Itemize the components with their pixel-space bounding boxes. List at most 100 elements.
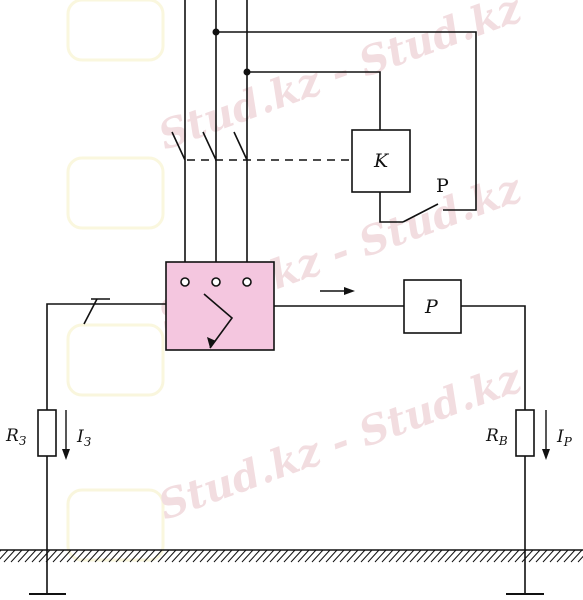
ground-hatch-line <box>332 549 345 563</box>
right-current-arrowhead <box>542 449 550 460</box>
ground-hatch-line <box>10 549 23 563</box>
fault-arrowhead <box>207 337 216 348</box>
ground-hatch-line <box>444 549 457 563</box>
ground-hatch-line <box>479 549 492 563</box>
ground-hatch-line <box>402 549 415 563</box>
right-resistor <box>515 409 535 457</box>
ground-hatch-line <box>122 549 135 563</box>
relay-contact <box>402 203 439 223</box>
ground-hatch-line <box>31 549 44 563</box>
ground-hatch-line <box>353 549 366 563</box>
ground-hatch-line <box>535 549 548 563</box>
ground-hatch-line <box>220 549 233 563</box>
ground-hatch-line <box>59 549 72 563</box>
ground-hatch-line <box>80 549 93 563</box>
ground-hatch-line <box>3 549 16 563</box>
ground-hatch-line <box>409 549 422 563</box>
ground-hatch-line <box>94 549 107 563</box>
relay-coil <box>351 129 411 193</box>
ground-hatch-line <box>451 549 464 563</box>
ground-hatch-line <box>381 549 394 563</box>
relay-coil-label: K <box>373 150 390 172</box>
ground-surface <box>0 549 583 563</box>
ground-hatch-line <box>549 549 562 563</box>
ground-hatch-line <box>87 549 100 563</box>
protector-box <box>403 279 462 334</box>
left-resistor-label: RЗ <box>5 426 26 448</box>
ground-hatch-line <box>360 549 373 563</box>
control-wiring <box>216 31 477 223</box>
ground-hatch-line <box>150 549 163 563</box>
ground-hatch-line <box>374 549 387 563</box>
ground-hatch-line <box>304 549 317 563</box>
ground-hatch-line <box>17 549 30 563</box>
ground-hatch-line <box>346 549 359 563</box>
ground-hatch-line <box>325 549 338 563</box>
ground-hatch-line <box>339 549 352 563</box>
ground-hatch-line <box>52 549 65 563</box>
ground-hatch-line <box>311 549 324 563</box>
ground-hatch-line <box>367 549 380 563</box>
ground-hatch-line <box>577 555 583 563</box>
ground-hatch-line <box>24 549 37 563</box>
terminal <box>211 277 221 287</box>
ground-hatch-line <box>493 549 506 563</box>
left-earth-path <box>46 303 166 594</box>
equipment-housing <box>165 261 275 351</box>
ground-hatch-line <box>423 549 436 563</box>
ground-hatch-line <box>486 549 499 563</box>
ground-hatch-line <box>521 549 534 563</box>
ground-hatch-line <box>563 549 576 563</box>
ground-hatch-line <box>500 549 513 563</box>
ground-hatch-line <box>227 549 240 563</box>
protector-label: P <box>424 296 439 318</box>
ground-hatch-line <box>388 549 401 563</box>
ground-hatch-line <box>157 549 170 563</box>
ground-hatch-line <box>297 549 310 563</box>
left-current-label: IЗ <box>76 427 91 449</box>
fault-arrow <box>203 293 234 349</box>
right-current-label: IP <box>556 427 573 449</box>
ground-hatch-line <box>38 549 51 563</box>
ground-hatch-line <box>143 549 156 563</box>
ground-hatch-line <box>269 549 282 563</box>
ground-hatch-line <box>101 549 114 563</box>
ground-hatch-line <box>192 549 205 563</box>
terminal <box>180 277 190 287</box>
watermark-logo <box>66 0 165 562</box>
ground-hatch-line <box>318 549 331 563</box>
right-resistor-label: RB <box>485 426 508 448</box>
ground-hatch-line <box>248 549 261 563</box>
left-current-arrowhead <box>62 449 70 460</box>
ground-hatch-line <box>115 549 128 563</box>
ground-hatch-line <box>206 549 219 563</box>
ground-hatch-line <box>136 549 149 563</box>
ground-hatch-line <box>0 549 9 560</box>
watermark-text: Stud.kz - Stud.kz <box>152 354 528 529</box>
left-break-mark <box>83 298 98 325</box>
ground-hatch-line <box>416 549 429 563</box>
ground-hatch-line <box>171 549 184 563</box>
direction-arrowhead <box>344 287 355 295</box>
ground-hatch-line <box>507 549 520 563</box>
ground-hatch-line <box>570 549 583 563</box>
ground-hatch-line <box>45 549 58 563</box>
ground-hatch-line <box>430 549 443 563</box>
phase-feed <box>171 0 248 262</box>
ground-hatch-line <box>290 549 303 563</box>
ground-hatch-line <box>164 549 177 563</box>
ground-hatch-line <box>437 549 450 563</box>
ground-hatch-line <box>213 549 226 563</box>
terminal <box>242 277 252 287</box>
ground-hatch-line <box>178 549 191 563</box>
ground-hatch-line <box>514 549 527 563</box>
ground-hatch-line <box>472 549 485 563</box>
watermark-text: Stud.kz - Stud.kz <box>152 0 528 159</box>
ground-hatch-line <box>108 549 121 563</box>
relay-contact-label: P <box>436 175 449 197</box>
ground-hatch-line <box>395 549 408 563</box>
ground-hatch-line <box>129 549 142 563</box>
right-earth-path <box>274 305 526 594</box>
ground-hatch-line <box>276 549 289 563</box>
